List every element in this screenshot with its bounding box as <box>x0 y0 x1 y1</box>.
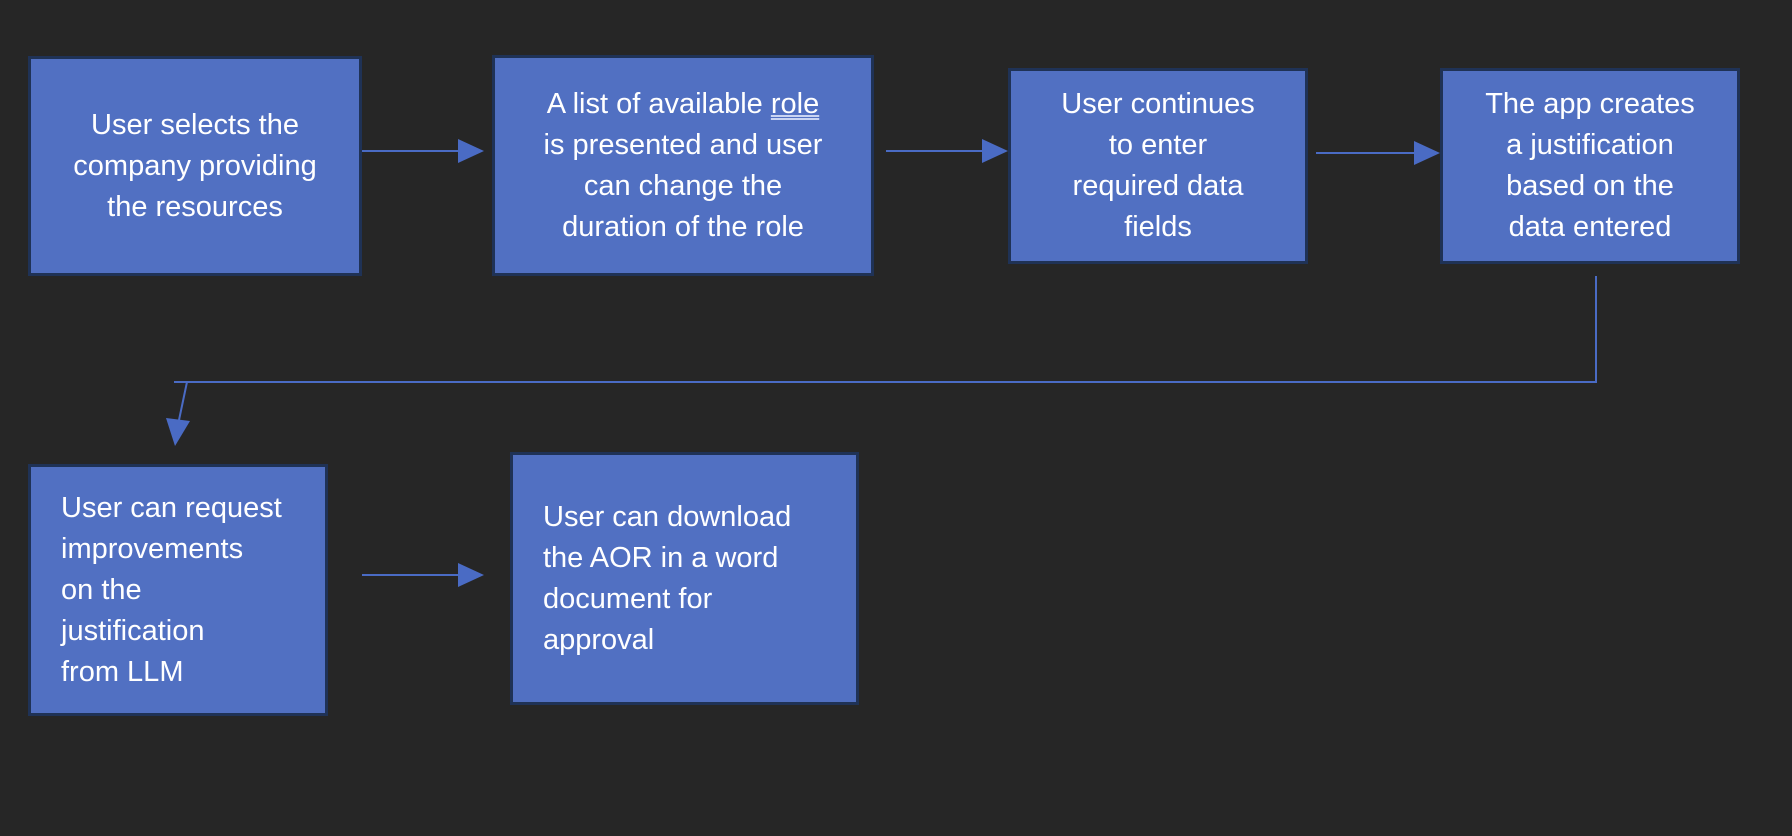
step-text-line: The app creates <box>1485 88 1695 120</box>
step-text-line: justification <box>61 614 205 647</box>
step-text-line: required data <box>1072 170 1244 202</box>
arrow-request-improvements-to-download-aor <box>362 563 484 587</box>
step-text-line: User continues <box>1061 88 1255 120</box>
step-text-line: A list of available role <box>546 87 820 120</box>
arrow-list-roles-to-enter-fields <box>886 139 1008 163</box>
step-text-line: a justification <box>1506 129 1674 161</box>
arrow-select-company-to-list-roles <box>362 139 484 163</box>
step-text-line: the resources <box>107 190 283 223</box>
arrow-enter-fields-to-create-justification <box>1316 141 1440 165</box>
step-text-line: User can download <box>543 500 792 533</box>
spellcheck-underlined-word[interactable]: role <box>770 87 820 120</box>
step-text-line: based on the <box>1506 170 1674 202</box>
step-text-line: on the <box>61 573 142 606</box>
step-request-improvements: User can request improvements on the jus… <box>28 464 328 716</box>
step-text-line: approval <box>543 623 655 656</box>
step-text-line: duration of the role <box>562 210 804 243</box>
step-text-line: can change the <box>583 169 783 202</box>
step-enter-fields: User continues to enter required data fi… <box>1008 68 1308 264</box>
step-text-line: to enter <box>1108 129 1208 161</box>
step-text-line: from LLM <box>61 655 184 688</box>
step-list-roles: A list of available role is presented an… <box>492 55 874 276</box>
step-text-line: data entered <box>1508 211 1672 243</box>
step-select-company: User selects the company providing the r… <box>28 56 362 276</box>
arrow-create-justification-to-request-improvements <box>166 276 1597 446</box>
step-create-justification: The app creates a justification based on… <box>1440 68 1740 264</box>
step-text-line: is presented and user <box>543 128 823 161</box>
step-download-aor: User can download the AOR in a word docu… <box>510 452 859 705</box>
step-text-line: fields <box>1124 211 1192 243</box>
step-text-line: User selects the <box>91 108 299 141</box>
step-text-line: improvements <box>61 532 244 565</box>
step-text-line: company providing <box>73 149 317 182</box>
step-text-line: User can request <box>61 491 282 524</box>
step-text-line: the AOR in a word <box>543 541 779 574</box>
step-text-line: document for <box>543 582 713 615</box>
